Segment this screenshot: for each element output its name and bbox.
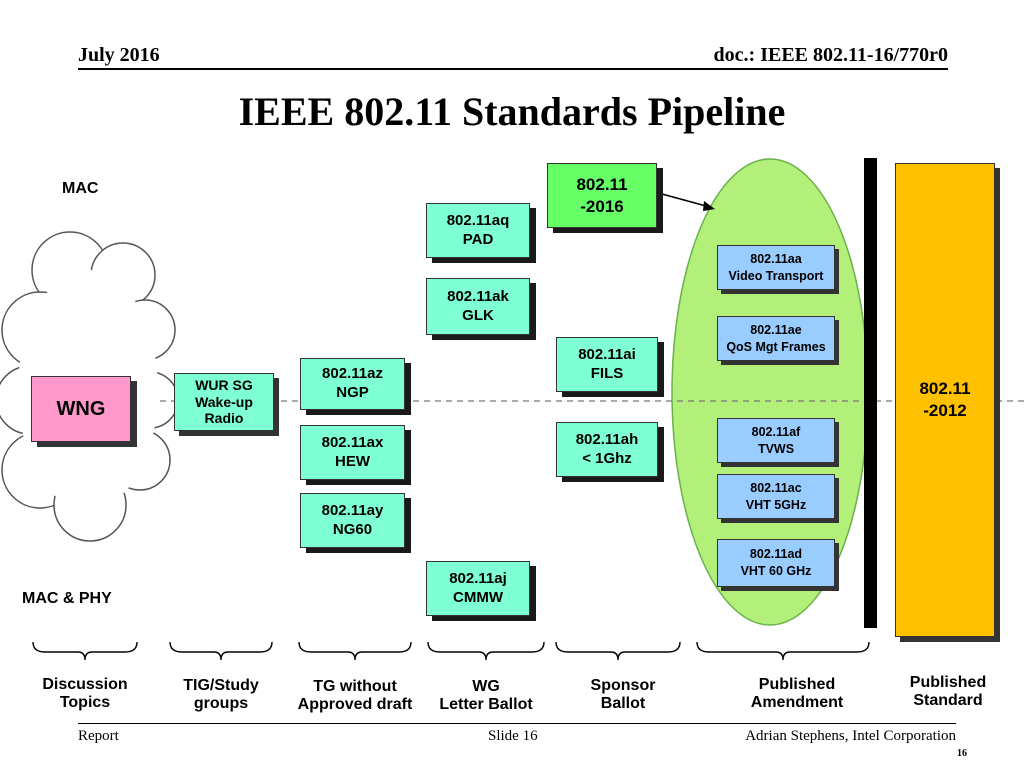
mac-label: MAC: [62, 180, 99, 197]
header-date: July 2016: [78, 44, 160, 66]
footer-author: Adrian Stephens, Intel Corporation: [745, 728, 956, 744]
box-802-11-2016: 802.11 -2016: [547, 163, 657, 228]
box-802-11ae: 802.11ae QoS Mgt Frames: [717, 316, 835, 361]
footer-rule: [78, 723, 956, 724]
box-802-11ax: 802.11ax HEW: [300, 425, 405, 480]
mac-phy-label: MAC & PHY: [22, 590, 112, 607]
box-802-11ak: 802.11ak GLK: [426, 278, 530, 335]
header-doc: doc.: IEEE 802.11-16/770r0: [713, 44, 948, 66]
stage-label-wg-letter-ballot: WG Letter Ballot: [439, 678, 533, 713]
box-wur-sg: WUR SG Wake-up Radio: [174, 373, 274, 431]
page-title: IEEE 802.11 Standards Pipeline: [238, 89, 786, 134]
box-802-11ay: 802.11ay NG60: [300, 493, 405, 548]
stage-label-tig-study: TIG/Study groups: [183, 677, 259, 712]
publication-bar: [864, 158, 877, 628]
box-802-11-2012: 802.11 -2012: [895, 163, 995, 637]
box-802-11ac: 802.11ac VHT 5GHz: [717, 474, 835, 519]
box-802-11ad: 802.11ad VHT 60 GHz: [717, 539, 835, 587]
box-802-11aa: 802.11aa Video Transport: [717, 245, 835, 290]
stage-label-published-amendment: Published Amendment: [750, 676, 844, 711]
box-wng: WNG: [31, 376, 131, 442]
stage-label-sponsor-ballot: Sponsor Ballot: [590, 677, 656, 712]
page-number: 16: [957, 748, 967, 759]
box-802-11af: 802.11af TVWS: [717, 418, 835, 463]
box-802-11az: 802.11az NGP: [300, 358, 405, 410]
stage-label-tg-without-draft: TG without Approved draft: [297, 678, 413, 713]
stage-label-published-standard: Published Standard: [909, 674, 987, 709]
box-802-11ah: 802.11ah < 1Ghz: [556, 422, 658, 477]
header-rule: [78, 68, 948, 70]
footer-left: Report: [78, 728, 119, 744]
stage-label-discussion: Discussion Topics: [42, 676, 128, 711]
box-802-11aq: 802.11aq PAD: [426, 203, 530, 258]
box-802-11aj: 802.11aj CMMW: [426, 561, 530, 616]
box-802-11ai: 802.11ai FILS: [556, 337, 658, 392]
footer-slide: Slide 16: [488, 728, 538, 744]
